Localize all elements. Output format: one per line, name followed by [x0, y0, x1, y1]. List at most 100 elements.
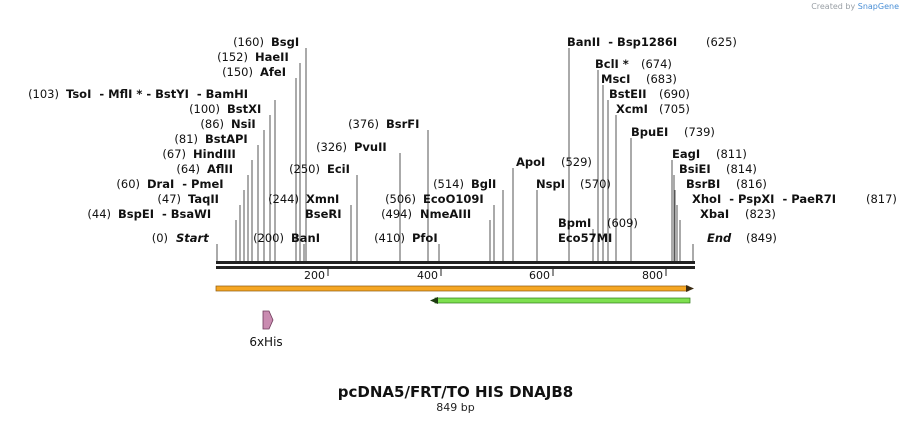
site-enzyme: EagI — [672, 147, 700, 161]
site-position: (705) — [659, 102, 690, 116]
site-bstxi: (100) BstXI — [189, 102, 261, 116]
top-strand — [216, 261, 695, 264]
ruler-label: 600 — [529, 269, 550, 282]
site-bpmi: BpmI (609) — [558, 216, 638, 230]
site-enzyme: AfeI — [260, 65, 286, 79]
site-enzyme: BsgI — [271, 35, 299, 49]
site-enzyme: EcoO109I — [423, 192, 484, 206]
site-enzyme: ApoI — [516, 155, 545, 169]
site-enzyme: TsoI - MflI * - BstYI - BamHI — [66, 87, 248, 101]
site-hindiii: (67) HindIII — [162, 147, 235, 161]
site-enzyme: Start — [176, 231, 209, 245]
site-position: (250) — [289, 162, 320, 176]
site-position: (816) — [736, 177, 767, 191]
ruler-label: 400 — [417, 269, 438, 282]
site-bamhi: (103) TsoI - MflI * - BstYI - BamHI — [28, 87, 248, 101]
ruler-label: 800 — [642, 269, 663, 282]
site-enzyme: TaqII — [188, 192, 219, 206]
site-position: (811) — [716, 147, 747, 161]
6xhis-feature[interactable]: 6xHis — [249, 310, 283, 349]
site-position: (683) — [646, 72, 677, 86]
site-position: (81) — [174, 132, 198, 146]
site-position: (625) — [706, 35, 737, 49]
site-enzyme: XbaI — [700, 207, 729, 221]
site-eco57mi: Eco57MI — [558, 231, 612, 245]
site-pmei: (60) DraI - PmeI — [116, 177, 223, 191]
site-enzyme: BsrBI — [686, 177, 720, 191]
site-xmni: (244) XmnI — [268, 192, 339, 206]
reverse-orf-feature[interactable] — [430, 297, 691, 304]
site-enzyme: HaeII — [255, 50, 289, 64]
site-bsrfi: (376) BsrFI — [348, 117, 419, 131]
site-bsgi: (160) BsgI — [233, 35, 299, 49]
ruler-label: 200 — [304, 269, 325, 282]
site-enzyme: BseRI — [305, 207, 342, 221]
site-pfoi: (410) PfoI — [374, 231, 438, 245]
site-position: (506) — [385, 192, 416, 206]
site-enzyme: BstXI — [227, 102, 261, 116]
snapgene-brand: SnapGene — [857, 2, 899, 11]
site-position: (823) — [745, 207, 776, 221]
site-position: (609) — [607, 216, 638, 230]
site-position: (376) — [348, 117, 379, 131]
site-position: (47) — [157, 192, 181, 206]
site-bani: (200) BanI — [253, 231, 320, 245]
site-position: (739) — [684, 125, 715, 139]
site-enzyme: NmeAIII — [420, 207, 471, 221]
site-position: (410) — [374, 231, 405, 245]
plasmid-map: (160) BsgI (152) HaeII (150) AfeI (103) … — [28, 35, 897, 349]
site-bstapi: (81) BstAPI — [174, 132, 247, 146]
site-enzyme: NsiI — [231, 117, 256, 131]
site-eagi: EagI (811) — [672, 147, 747, 161]
site-enzyme: BpmI — [558, 216, 591, 230]
site-position: (494) — [381, 207, 412, 221]
site-apoi: ApoI (529) — [516, 155, 592, 169]
site-enzyme: Eco57MI — [558, 231, 612, 245]
site-start: (0) Start — [152, 231, 210, 245]
site-position: (67) — [162, 147, 186, 161]
site-enzyme: PfoI — [412, 231, 438, 245]
6xhis-arrow-icon — [262, 310, 274, 330]
bottom-strand — [216, 266, 695, 269]
site-xcmi: XcmI (705) — [616, 102, 690, 116]
site-position: (152) — [217, 50, 248, 64]
site-position: (150) — [222, 65, 253, 79]
site-enzyme: XcmI — [616, 102, 648, 116]
site-nmeaiii: (494) NmeAIII — [381, 207, 471, 221]
site-enzyme: BsrFI — [386, 117, 419, 131]
site-aflii: (64) AflII — [176, 162, 233, 176]
site-haeii: (152) HaeII — [217, 50, 289, 64]
site-position: (814) — [726, 162, 757, 176]
site-position: (570) — [580, 177, 611, 191]
site-enzyme: End — [707, 231, 732, 245]
site-enzyme: PvuII — [354, 140, 387, 154]
site-bpuei: BpuEI (739) — [631, 125, 715, 139]
site-bgli: (514) BglI — [433, 177, 496, 191]
site-enzyme: NspI — [536, 177, 565, 191]
site-position: (160) — [233, 35, 264, 49]
site-position: (86) — [200, 117, 224, 131]
site-position: (244) — [268, 192, 299, 206]
sequence-length: 849 bp — [436, 401, 475, 414]
site-xbai: XbaI (823) — [700, 207, 776, 221]
site-leader-lines — [216, 48, 694, 262]
site-position: (100) — [189, 102, 220, 116]
site-enzyme: BstAPI — [205, 132, 248, 146]
site-bsawi: (44) BspEI - BsaWI — [87, 207, 211, 221]
site-enzyme: BstEII — [609, 87, 647, 101]
site-position: (64) — [176, 162, 200, 176]
site-enzyme: DraI - PmeI — [147, 177, 224, 191]
site-position: (0) — [152, 231, 168, 245]
site-nsii: (86) NsiI — [200, 117, 255, 131]
site-bsteii: BstEII (690) — [609, 87, 690, 101]
site-enzyme: XhoI - PspXI - PaeR7I — [692, 192, 836, 206]
site-enzyme: BclI * — [595, 57, 629, 71]
site-enzyme: BanI — [291, 231, 320, 245]
site-bsp1286i: BanII - Bsp1286I (625) — [567, 35, 737, 49]
site-nspi: NspI (570) — [536, 177, 611, 191]
site-xhoi: XhoI - PspXI - PaeR7I (817) — [692, 192, 897, 206]
site-position: (674) — [641, 57, 672, 71]
forward-orf-feature[interactable] — [215, 285, 694, 292]
site-ecoo109i: (506) EcoO109I — [385, 192, 484, 206]
map-title: pcDNA5/FRT/TO HIS DNAJB8 — [337, 383, 574, 401]
